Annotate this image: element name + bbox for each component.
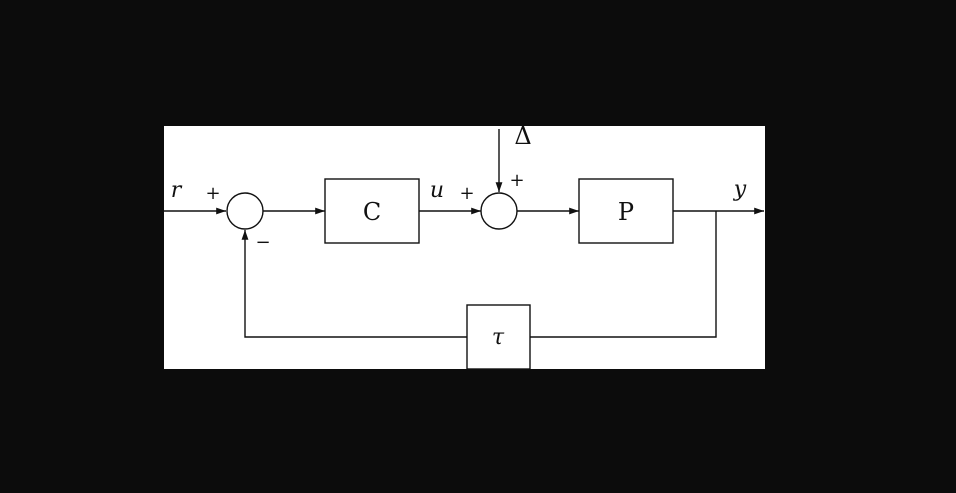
controller-label: C (363, 198, 381, 226)
summing-junction-2 (480, 192, 518, 230)
output-label: y (733, 177, 747, 202)
sum1-plus-sign: + (205, 183, 220, 204)
sum1-minus-sign: − (255, 232, 270, 253)
control-label: u (430, 178, 444, 203)
sum2-plus-sign-left: + (459, 183, 474, 204)
delay-block (466, 304, 531, 370)
feedback-return-line (241, 230, 467, 338)
summing-junction-1 (226, 192, 264, 230)
controller-block (324, 178, 420, 244)
delay-label: τ (492, 325, 505, 350)
reference-label: r (171, 178, 183, 203)
feedback-branch-line (530, 211, 717, 338)
plant-block (578, 178, 674, 244)
sum2-plus-sign-top: + (509, 170, 524, 191)
plant-label: P (618, 198, 634, 226)
disturbance-label: Δ (514, 122, 531, 150)
diagram-canvas (164, 126, 765, 369)
